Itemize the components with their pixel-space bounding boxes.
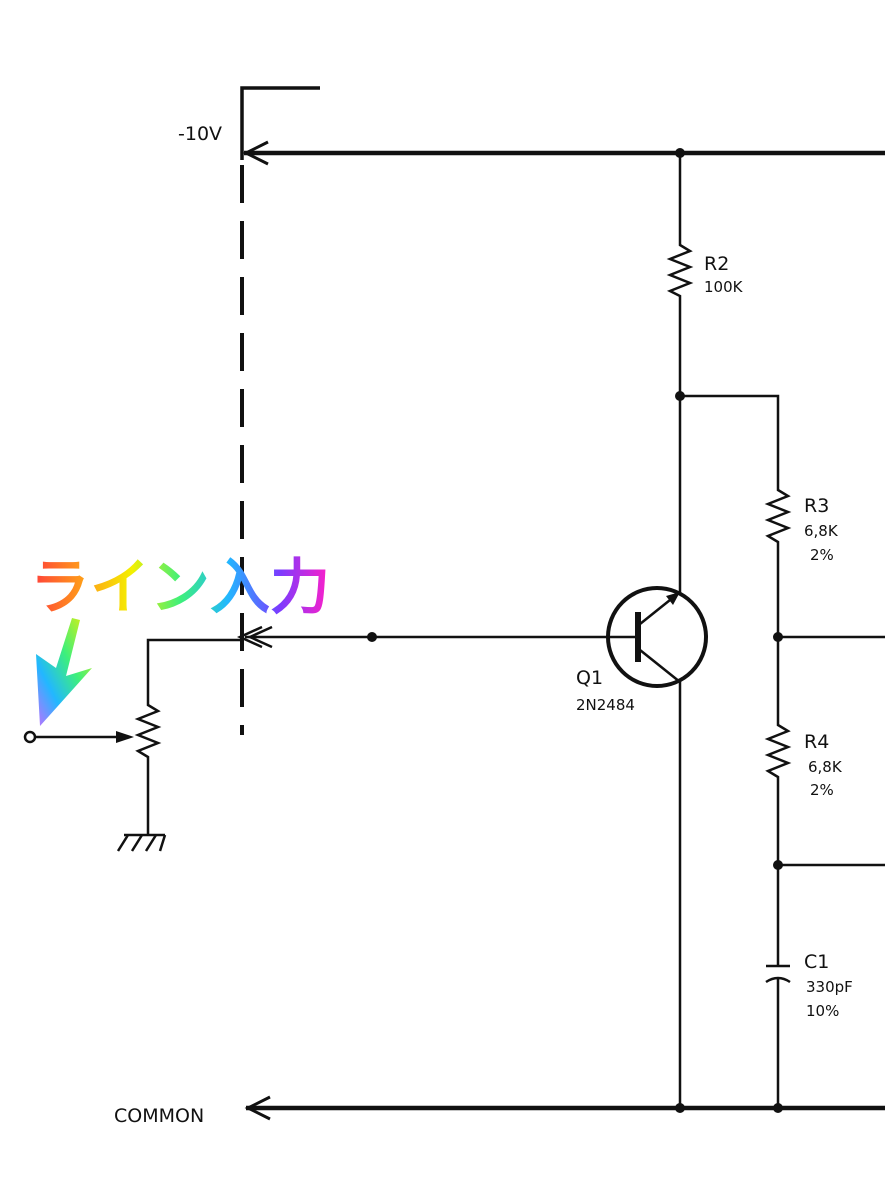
gradient-arrow-icon <box>36 618 92 726</box>
r3-tolerance: 2% <box>810 546 834 564</box>
transistor-q1: Q1 2N2484 <box>245 586 708 714</box>
q1-part: 2N2484 <box>576 696 635 714</box>
input-terminal[interactable] <box>23 730 37 744</box>
common-label: COMMON <box>114 1105 204 1127</box>
r4-value: 6,8K <box>808 758 843 776</box>
supply-rail: -10V <box>178 123 885 166</box>
common-rail: COMMON <box>114 1095 885 1127</box>
c1-value: 330pF <box>806 978 853 996</box>
r4-ref: R4 <box>804 731 829 753</box>
c1-ref: C1 <box>804 951 829 973</box>
r3-ref: R3 <box>804 495 829 517</box>
input-section: ライン入力 <box>23 553 330 852</box>
r3-value: 6,8K <box>804 522 839 540</box>
r2-ref: R2 <box>704 253 729 275</box>
potentiometer-icon <box>134 638 242 835</box>
divider-branch: R3 6,8K 2% R4 6,8K 2% C1 330pF 10% <box>675 391 885 1108</box>
chassis-ground-icon <box>116 833 167 852</box>
r4-tolerance: 2% <box>810 781 834 799</box>
supply-label: -10V <box>178 123 222 145</box>
line-input-title: ライン入力 <box>30 553 330 623</box>
resistor-r2: R2 100K <box>666 148 744 1108</box>
r2-value: 100K <box>704 278 744 296</box>
q1-ref: Q1 <box>576 667 603 689</box>
c1-tolerance: 10% <box>806 1002 839 1020</box>
junction-dot <box>675 148 685 158</box>
